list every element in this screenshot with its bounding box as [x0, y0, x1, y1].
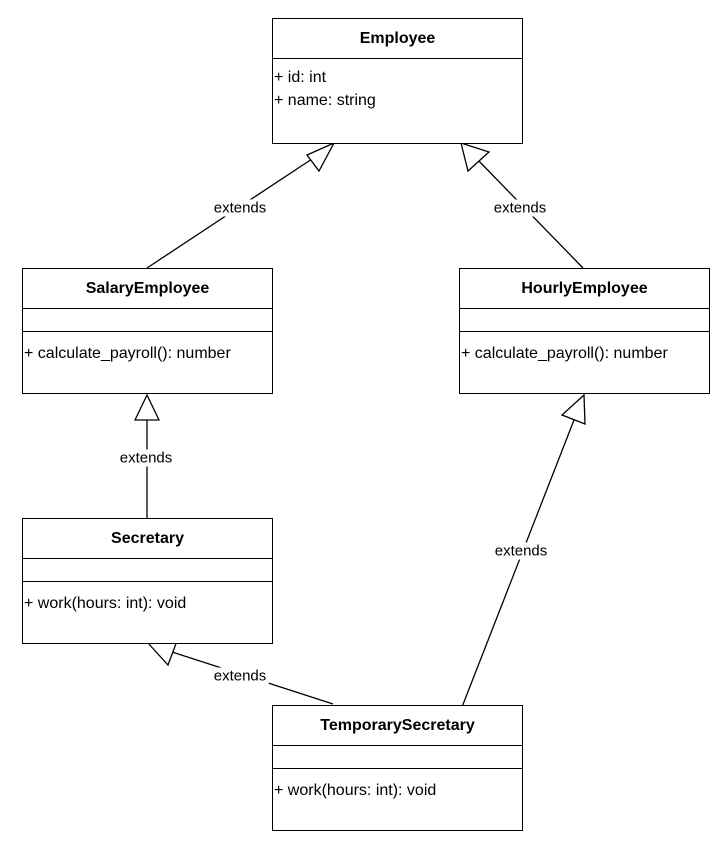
- class-temporary-secretary-attributes: [273, 746, 522, 769]
- edge-tempsec-to-hourly: [461, 419, 575, 708]
- class-hourly-employee[interactable]: HourlyEmployee + calculate_payroll(): nu…: [459, 268, 710, 394]
- class-salary-employee-name: SalaryEmployee: [23, 269, 272, 309]
- class-salary-employee-attributes: [23, 309, 272, 332]
- arrowhead-hourly-to-employee: [460, 142, 491, 173]
- edge-label-salary-to-employee: extends: [211, 199, 269, 217]
- class-salary-employee[interactable]: SalaryEmployee + calculate_payroll(): nu…: [22, 268, 273, 394]
- class-hourly-employee-attributes: [460, 309, 709, 332]
- class-temporary-secretary-methods: + work(hours: int): void: [273, 769, 522, 830]
- class-secretary-methods: + work(hours: int): void: [23, 582, 272, 643]
- arrowhead-tempsec-to-secretary: [146, 640, 178, 667]
- edge-label-hourly-to-employee: extends: [491, 199, 549, 217]
- class-employee-name: Employee: [273, 19, 522, 59]
- class-hourly-employee-methods: + calculate_payroll(): number: [460, 332, 709, 393]
- edge-label-tempsec-to-secretary: extends: [211, 667, 269, 685]
- class-secretary-name: Secretary: [23, 519, 272, 559]
- class-secretary-attributes: [23, 559, 272, 582]
- attribute: + name: string: [274, 92, 376, 109]
- method: + work(hours: int): void: [274, 782, 437, 799]
- edge-label-tempsec-to-hourly: extends: [492, 542, 550, 560]
- edge-label-secretary-to-salary: extends: [117, 449, 175, 467]
- method: + work(hours: int): void: [24, 595, 187, 612]
- class-hourly-employee-name: HourlyEmployee: [460, 269, 709, 309]
- method: + calculate_payroll(): number: [461, 345, 668, 362]
- arrowhead-salary-to-employee: [305, 141, 336, 173]
- class-employee-attributes: + id: int + name: string: [273, 59, 522, 144]
- class-employee[interactable]: Employee + id: int + name: string: [272, 18, 523, 144]
- class-temporary-secretary[interactable]: TemporarySecretary + work(hours: int): v…: [272, 705, 523, 831]
- method: + calculate_payroll(): number: [24, 345, 231, 362]
- class-temporary-secretary-name: TemporarySecretary: [273, 706, 522, 746]
- class-secretary[interactable]: Secretary + work(hours: int): void: [22, 518, 273, 644]
- attribute: + id: int: [274, 69, 327, 86]
- class-salary-employee-methods: + calculate_payroll(): number: [23, 332, 272, 393]
- arrowhead-secretary-to-salary: [133, 393, 161, 421]
- arrowhead-tempsec-to-hourly: [560, 393, 586, 425]
